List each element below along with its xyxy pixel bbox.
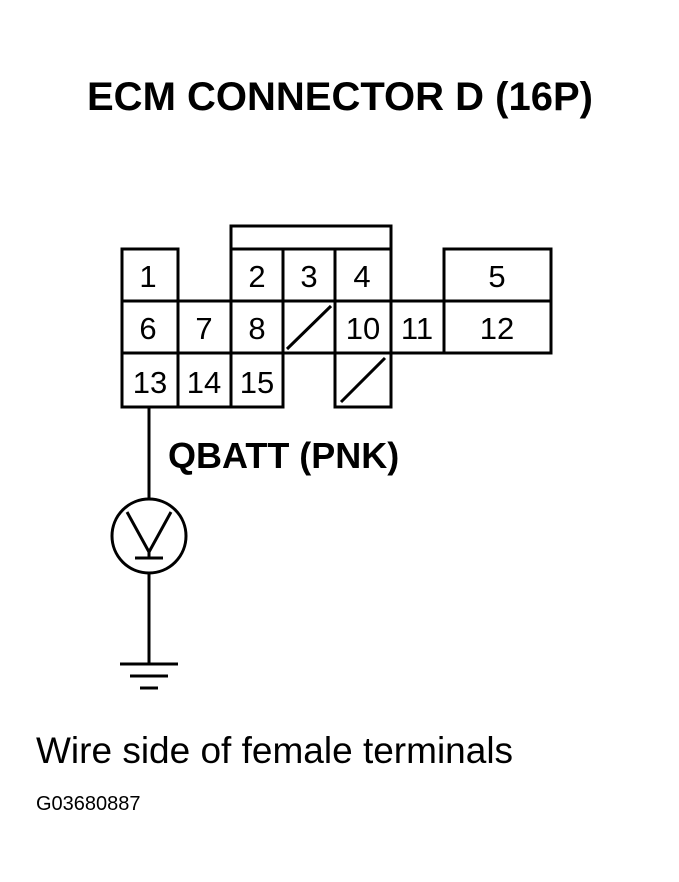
pin-label-12: 12 bbox=[480, 311, 514, 346]
pin-label-13: 13 bbox=[133, 365, 167, 400]
pin-label-8: 8 bbox=[248, 311, 265, 346]
caption: Wire side of female terminals bbox=[36, 730, 513, 771]
pin-label-15: 15 bbox=[240, 365, 274, 400]
pin-label-6: 6 bbox=[139, 311, 156, 346]
connector-outline bbox=[120, 224, 553, 409]
pin-cell-12 bbox=[442, 299, 553, 355]
pin-label-1: 1 bbox=[139, 259, 156, 294]
pin-label-7: 7 bbox=[195, 311, 212, 346]
pin-cell-15 bbox=[229, 351, 285, 409]
pin-label-3: 3 bbox=[300, 259, 317, 294]
unused-slash bbox=[285, 304, 333, 351]
pin-label-10: 10 bbox=[346, 311, 380, 346]
pin-cell-16-blank bbox=[333, 351, 393, 409]
pin-label-5: 5 bbox=[488, 259, 505, 294]
pin-label-11: 11 bbox=[401, 311, 433, 346]
wire-label: QBATT (PNK) bbox=[168, 435, 399, 476]
figure-code: G03680887 bbox=[36, 793, 141, 815]
pin-label-4: 4 bbox=[353, 259, 370, 294]
ground-icon bbox=[120, 662, 178, 690]
pin-label-2: 2 bbox=[248, 259, 265, 294]
pin-label-14: 14 bbox=[187, 365, 221, 400]
voltmeter-icon bbox=[110, 497, 188, 575]
diagram-title: ECM CONNECTOR D (16P) bbox=[87, 75, 593, 119]
unused-slash bbox=[339, 356, 387, 404]
